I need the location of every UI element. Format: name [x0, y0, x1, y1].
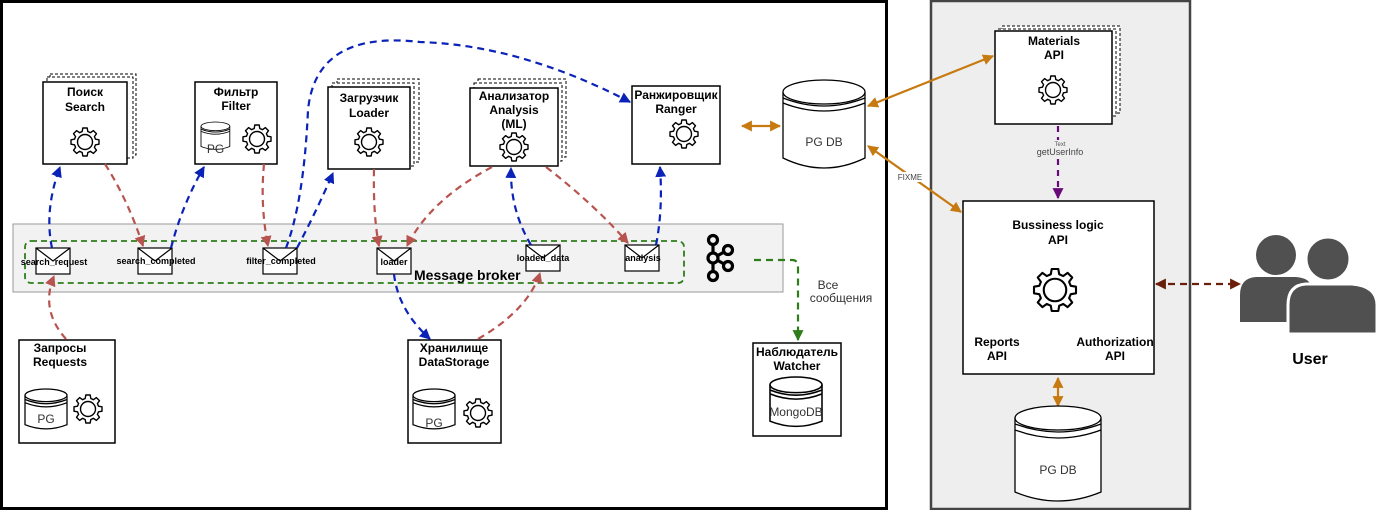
queue-label: loader	[380, 257, 408, 267]
pg-db-label: PG DB	[805, 135, 842, 149]
message-broker-group	[24, 240, 685, 284]
edge-pg-db-materials	[866, 54, 995, 108]
analysis-ml-label: (ML)	[501, 117, 526, 131]
edge-requests-to-search-request	[45, 274, 67, 340]
watcher-name-ru: Наблюдатель	[756, 345, 838, 359]
fixme-label: FIXME	[898, 173, 922, 182]
watcher-name-en: Watcher	[774, 359, 821, 373]
edge-search-completed-to-filter	[169, 166, 205, 249]
service-loader[interactable]: Загрузчик Loader	[327, 78, 420, 170]
loader-name-ru: Загрузчик	[340, 91, 400, 105]
edge-loader-queue-to-datastorage	[392, 273, 431, 340]
business-name: Bussiness logic	[1012, 218, 1104, 232]
service-requests[interactable]: Запросы Requests PG	[18, 339, 116, 444]
edge-loader-to-loader-queue	[371, 168, 383, 248]
queue-label: search_request	[21, 257, 88, 267]
edge-analysis-to-loader-queue	[406, 166, 493, 247]
service-filter[interactable]: Фильтр Filter PG	[194, 81, 278, 165]
watcher-edge-label-1: Все	[818, 278, 839, 292]
edge-datastorage-to-loaded-data	[477, 271, 543, 340]
queue-loader[interactable]: loader	[376, 247, 412, 275]
requests-name-ru: Запросы	[34, 341, 87, 355]
queue-loaded-data[interactable]: loaded_data	[517, 244, 571, 272]
queue-label: analysis	[625, 253, 661, 263]
queue-label: search_completed	[116, 256, 195, 266]
authorization-api-label: API	[1105, 349, 1125, 363]
pg-db-main[interactable]: PG DB	[782, 79, 866, 169]
requests-name-en: Requests	[33, 355, 87, 369]
reports-name: Reports	[974, 335, 1020, 349]
edge-broker-to-watcher	[754, 258, 804, 342]
analysis-name-ru: Анализатор	[479, 89, 549, 103]
edge-search-request-to-search	[48, 165, 62, 249]
queue-filter-completed[interactable]: filter_completed	[246, 247, 316, 275]
service-ranger[interactable]: Ранжировщик Ranger	[631, 85, 721, 165]
service-search[interactable]: Поиск Search	[42, 73, 137, 165]
datastorage-name-en: DataStorage	[419, 355, 490, 369]
search-name-ru: Поиск	[67, 85, 104, 99]
edge-analysis-to-analysis-queue	[545, 166, 629, 244]
users-icon[interactable]	[1240, 235, 1377, 336]
pg-db-external-label: PG DB	[1039, 463, 1076, 477]
filter-name-en: Filter	[221, 99, 251, 113]
getuserinfo-label: getUserInfo	[1037, 147, 1084, 157]
materials-name: Materials	[1028, 34, 1080, 48]
filter-name-ru: Фильтр	[214, 85, 259, 99]
search-name-en: Search	[65, 100, 105, 114]
business-api-label: API	[1048, 233, 1068, 247]
loader-name-en: Loader	[349, 106, 389, 120]
ranger-name-en: Ranger	[655, 102, 697, 116]
requests-db-label: PG	[37, 412, 54, 426]
filter-db-label: PG	[207, 142, 224, 156]
watcher-db-label: MongoDB	[769, 405, 822, 419]
datastorage-db-label: PG	[425, 416, 442, 430]
queue-analysis[interactable]: analysis	[624, 244, 661, 272]
service-datastorage[interactable]: Хранилище DataStorage PG	[407, 339, 502, 444]
getuserinfo-bg	[1033, 140, 1085, 158]
fixme-label-bg	[897, 172, 923, 182]
queue-label: loaded_data	[517, 253, 571, 263]
queue-search-completed[interactable]: search_completed	[116, 247, 196, 275]
kafka-icon	[706, 233, 735, 283]
materials-api[interactable]: Materials API	[994, 25, 1121, 125]
datastorage-name-ru: Хранилище	[420, 341, 489, 355]
edge-analysis-queue-to-ranger	[654, 165, 667, 246]
message-broker-label: Message broker	[414, 267, 521, 283]
reports-api-label: API	[987, 349, 1007, 363]
queue-search-request[interactable]: search_request	[21, 247, 88, 275]
business-logic-api[interactable]: Bussiness logic API Reports API Authoriz…	[962, 200, 1155, 375]
service-watcher[interactable]: Наблюдатель Watcher MongoDB	[752, 342, 842, 437]
edge-filter-completed-to-loader	[296, 171, 335, 249]
analysis-name-en: Analysis	[489, 103, 539, 117]
watcher-edge-label-2: сообщения	[810, 291, 873, 305]
ranger-name-ru: Ранжировщик	[634, 88, 718, 102]
edge-loaded-data-to-analysis	[505, 166, 532, 246]
edge-filter-to-filter-completed	[260, 163, 272, 248]
service-analysis[interactable]: Анализатор Analysis (ML)	[469, 78, 567, 167]
getuserinfo-small: Text	[1054, 142, 1065, 148]
materials-api-label: API	[1044, 48, 1064, 62]
authorization-name: Authorization	[1076, 335, 1153, 349]
pg-db-external[interactable]: PG DB	[1014, 405, 1102, 502]
queue-label: filter_completed	[246, 256, 316, 266]
user-label: User	[1292, 351, 1328, 368]
